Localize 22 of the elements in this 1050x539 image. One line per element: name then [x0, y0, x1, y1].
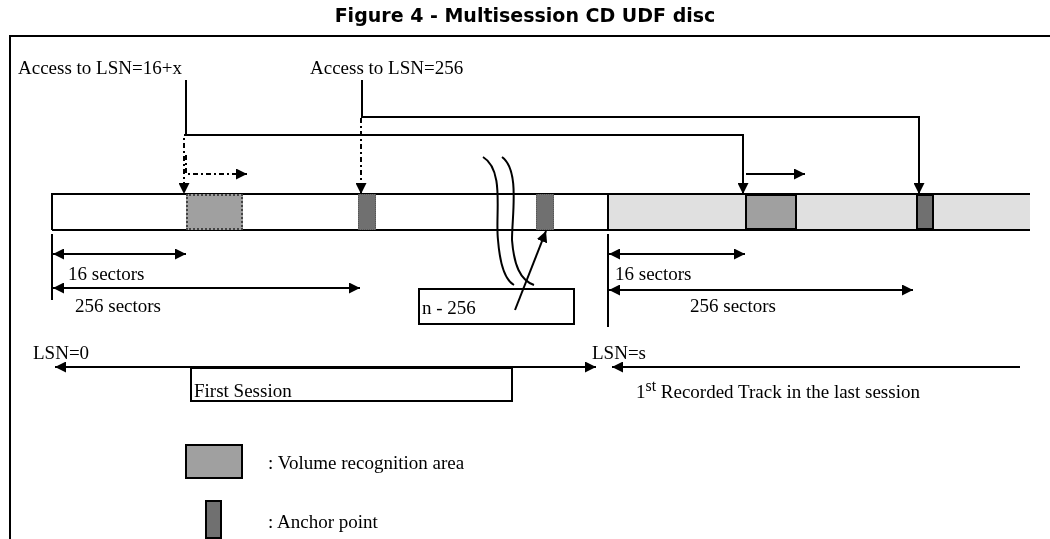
- access-label: Access to LSN=16+x: [18, 58, 182, 77]
- legend-text: : Volume recognition area: [268, 453, 465, 472]
- legend-text: : Anchor point: [268, 512, 378, 531]
- dimension-label: 256 sectors: [75, 296, 161, 315]
- value-box: n - 256: [418, 288, 575, 325]
- access-label: Access to LSN=256: [310, 58, 464, 77]
- arrow: [185, 79, 749, 195]
- arrow: [361, 79, 925, 195]
- figure-title: Figure 4 - Multisession CD UDF disc: [333, 6, 717, 25]
- anchor-point: [536, 194, 554, 230]
- anchor-point: [916, 194, 934, 230]
- session-label: 1$^{st}$ Recorded Track in the last session: [636, 378, 920, 402]
- dimension-label: 16 sectors: [68, 264, 145, 283]
- volume-recognition-area: [186, 194, 243, 230]
- volume-recognition-area: [745, 194, 797, 230]
- dimension-label: 256 sectors: [690, 296, 776, 315]
- leader-line: [514, 230, 548, 311]
- anchor-point: [358, 194, 376, 230]
- dimension-label: 16 sectors: [615, 264, 692, 283]
- position-label: LSN=s: [592, 343, 646, 362]
- position-label: LSN=0: [33, 343, 90, 362]
- session-box: First Session: [190, 367, 513, 402]
